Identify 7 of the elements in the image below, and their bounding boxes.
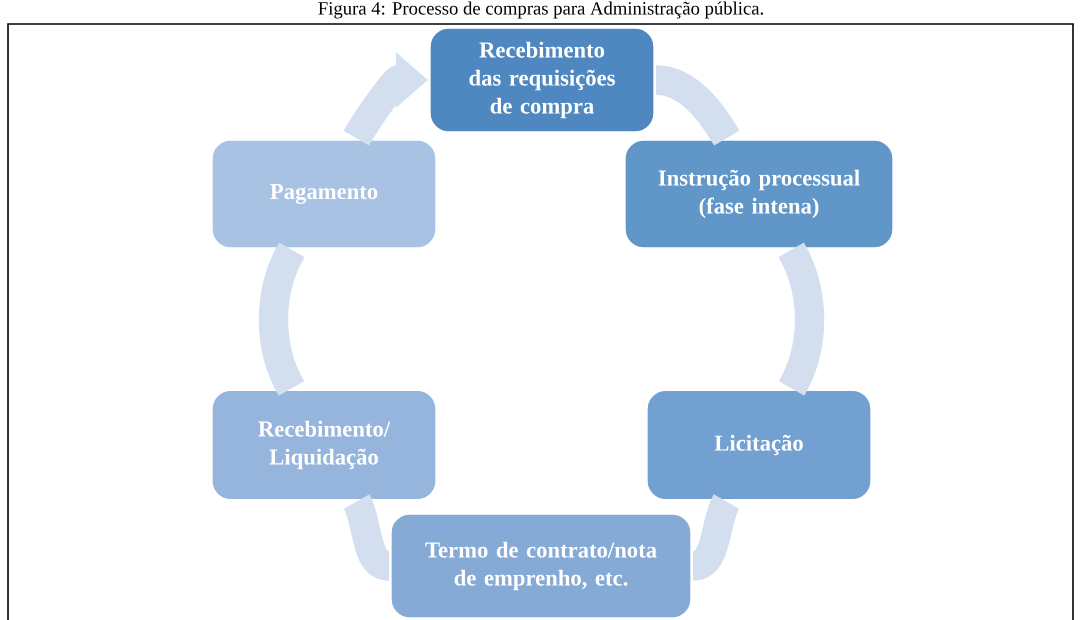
process-box: Recebimento das requisições de compra [429,27,655,133]
figure-title: Figura 4: Processo de compras para Administração pública. [318,1,763,19]
process-box: Pagamento [211,139,437,249]
process-box: Instrução processual (fase intena) [624,139,894,249]
process-box: Recebimento/ Liquidação [211,389,437,501]
process-box: Termo de contrato/nota de emprenho, etc. [390,513,692,619]
process-box: Licitação [646,389,872,501]
